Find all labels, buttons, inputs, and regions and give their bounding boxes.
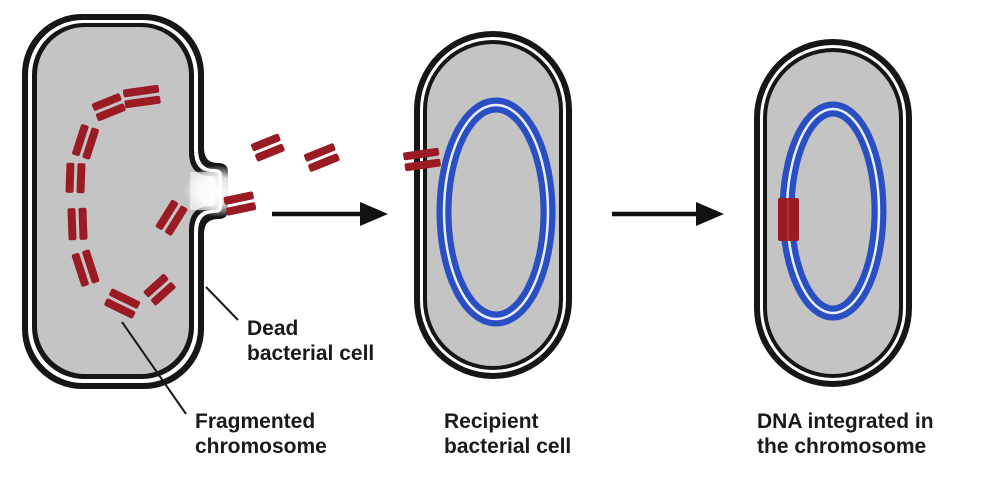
chromosome-fragment [155, 199, 188, 236]
right-arrow-icon [612, 202, 724, 226]
fragmented-chromosome-label: Fragmented chromosome [195, 410, 327, 458]
dead-bacterial-cell-label: Dead bacterial cell [247, 317, 375, 365]
right-arrow-icon [272, 202, 388, 226]
dead-bacterial-cell [22, 14, 252, 389]
recipient-chromosome [436, 97, 556, 327]
chromosome-fragment [223, 191, 257, 216]
dna-integrated-label: DNA integrated in the chromosome [757, 410, 934, 458]
integrated-dna-segment [778, 198, 799, 241]
recipient-bacterial-cell-label: Recipient bacterial cell [444, 410, 572, 458]
chromosome-fragment [143, 274, 176, 306]
dead-cell-leader [205, 286, 239, 321]
chromosome-fragment [65, 162, 86, 194]
chromosome-fragment [72, 124, 99, 160]
chromosome-fragment [304, 143, 340, 172]
chromosome-fragment [67, 207, 88, 241]
chromosome-fragment [71, 249, 100, 287]
chromosome-fragment [122, 84, 161, 109]
chromosome-fragment [104, 288, 141, 319]
fragmented-chromosome-leader [121, 321, 187, 415]
chromosome-fragment [250, 133, 285, 162]
fragmented-chromosome [65, 84, 188, 319]
recipient-bacterial-cell [403, 31, 572, 379]
transformed-bacterial-cell [754, 39, 912, 387]
chromosome-fragment [91, 93, 126, 121]
entering-dna-fragment [403, 147, 441, 172]
released-dna-fragments [223, 133, 340, 216]
leader-lines [121, 286, 239, 415]
